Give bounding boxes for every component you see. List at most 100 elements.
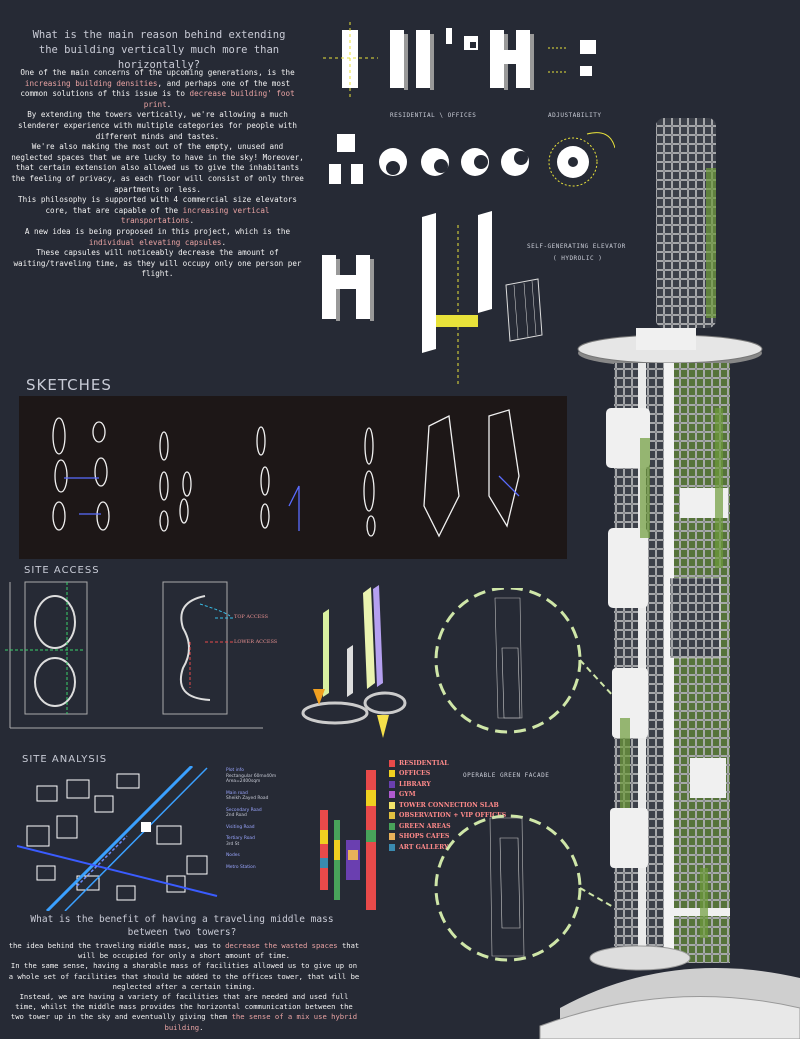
- program-legend: RESIDENTIAL OFFICES LIBRARY GYM TOWER CONNEC…: [389, 758, 506, 853]
- site-legend-sub: 3rd St: [226, 841, 240, 847]
- text-run: In the same sense, having a sharable mas…: [8, 961, 360, 991]
- legend-swatch: [389, 770, 395, 778]
- text-run: .: [166, 99, 172, 109]
- site-legend-item: Nodes: [226, 853, 286, 859]
- paragraph: Instead, we are having a variety of faci…: [8, 992, 360, 1033]
- facade-detail-circles: [434, 588, 616, 962]
- highlight-text: increasing building densities: [24, 78, 158, 88]
- program-legend-item: GYM: [389, 790, 506, 801]
- legend-swatch: [389, 812, 395, 820]
- site-legend-label: Visiting Road: [226, 824, 255, 830]
- text-run: A new idea is being proposed in this pro…: [24, 226, 291, 236]
- legend-swatch: [389, 759, 395, 767]
- text-run: that will be occupied for only a short a…: [77, 941, 360, 961]
- legend-label: ART GALLERY: [399, 843, 449, 851]
- text-run: .: [221, 237, 227, 247]
- legend-label: OBSERVATION + VIP OFFICES: [399, 812, 507, 820]
- highlight-text: decrease the wasted spaces: [225, 941, 338, 950]
- adjustability-diagram: [329, 132, 615, 187]
- legend-label: GREEN AREAS: [399, 822, 451, 830]
- highlight-text: decrease building' foot print: [143, 89, 295, 109]
- legend-swatch: [389, 801, 395, 809]
- text-run: .: [189, 216, 195, 226]
- label-elevator-2: ( HYDROLIC ): [553, 255, 603, 262]
- text-run: .: [199, 1022, 204, 1032]
- access-3d-diagram: [301, 585, 407, 738]
- text-run: We're also making the most out of the em…: [11, 142, 304, 194]
- paragraph: In the same sense, having a sharable mas…: [8, 961, 360, 992]
- benefit-body: the idea behind the traveling middle mas…: [8, 941, 360, 1033]
- site-legend-label: Plot info: [226, 768, 244, 773]
- paragraph: These capsules will noticeably decrease …: [10, 248, 305, 280]
- highlight-text: increasing vertical transportations: [120, 205, 270, 226]
- text-run: , and perhaps one of the most common sol…: [20, 78, 291, 99]
- text-run: the idea behind the traveling middle mas…: [8, 941, 226, 950]
- elevator-diagram: [322, 211, 543, 385]
- legend-label: TOWER CONNECTION SLAB: [399, 801, 499, 809]
- text-run: These capsules will noticeably decrease …: [13, 248, 302, 279]
- site-legend-label: Metro Station: [226, 864, 256, 870]
- highlight-text: the sense of a mix use hybrid building: [164, 1012, 358, 1032]
- site-legend-sub: Sheikh Zayed Road: [226, 796, 269, 801]
- sketches-panel: [19, 396, 567, 559]
- legend-label: RESIDENTIAL: [399, 759, 449, 767]
- sketches-title: SKETCHES: [26, 376, 112, 394]
- legend-label: SHOPS CAFES: [399, 833, 450, 841]
- paragraph: One of the main concerns of the upcoming…: [10, 68, 305, 110]
- program-legend-item: TOWER CONNECTION SLAB: [389, 800, 506, 811]
- paragraph: We're also making the most out of the em…: [10, 142, 305, 195]
- highlight-text: individual elevating capsules: [88, 237, 222, 247]
- legend-swatch: [389, 791, 395, 799]
- intro-question: What is the main reason behind extending…: [32, 29, 286, 71]
- label-lower-access: LOWER ACCESS: [234, 639, 278, 645]
- site-analysis-map: [17, 766, 218, 911]
- paragraph: This philosophy is supported with 4 comm…: [10, 195, 305, 227]
- legend-label: LIBRARY: [399, 780, 431, 788]
- legend-swatch: [389, 822, 395, 830]
- label-elevator-1: SELF-GENERATING ELEVATOR: [527, 243, 626, 250]
- program-legend-item: LIBRARY: [389, 779, 506, 790]
- site-legend-item: Metro Station: [226, 865, 286, 871]
- legend-swatch: [389, 843, 395, 851]
- site-legend-sub: 2nd Road: [226, 813, 247, 818]
- site-legend-item: Visiting Road: [226, 825, 286, 831]
- program-legend-item: SHOPS CAFES: [389, 832, 506, 843]
- label-adjustability: ADJUSTABILITY: [548, 112, 602, 119]
- program-diagram: [320, 770, 376, 910]
- legend-label: GYM: [399, 791, 416, 799]
- text-run: By extending the towers vertically, we'r…: [18, 110, 297, 141]
- program-legend-item: ART GALLERY: [389, 842, 506, 853]
- site-legend-label: Secondary Road: [226, 807, 262, 813]
- legend-swatch: [389, 833, 395, 841]
- paragraph: the idea behind the traveling middle mas…: [8, 941, 360, 961]
- text-run: One of the main concerns of the upcoming…: [20, 68, 295, 77]
- label-residential-offices: RESIDENTIAL \ OFFICES: [390, 112, 477, 119]
- legend-label: OFFICES: [399, 770, 431, 778]
- label-top-access: TOP ACCESS: [234, 614, 269, 620]
- site-access-plans: [5, 581, 263, 729]
- site-legend-label: Main road: [226, 790, 248, 796]
- program-legend-item: OBSERVATION + VIP OFFICES: [389, 811, 506, 822]
- program-legend-item: OFFICES: [389, 769, 506, 780]
- program-legend-item: GREEN AREAS: [389, 821, 506, 832]
- site-legend-sub: Rectangular 60mx40m Area=2400sqm: [226, 773, 277, 785]
- legend-swatch: [389, 780, 395, 788]
- text-run: Instead, we are having a variety of faci…: [10, 992, 353, 1022]
- text-run: This philosophy is supported with 4 comm…: [18, 195, 297, 215]
- tower-render: [539, 118, 800, 1039]
- massing-diagram-row1: [323, 22, 596, 98]
- facade-label: OPERABLE GREEN FACADE: [463, 772, 550, 779]
- paragraph: A new idea is being proposed in this pro…: [10, 227, 305, 248]
- paragraph: By extending the towers vertically, we'r…: [10, 110, 305, 142]
- site-legend-label: Tertiary Road: [226, 836, 255, 841]
- site-analysis-title: SITE ANALYSIS: [22, 754, 108, 765]
- intro-body: One of the main concerns of the upcoming…: [10, 68, 305, 280]
- site-legend-label: Nodes: [226, 853, 240, 858]
- site-access-title: SITE ACCESS: [24, 565, 100, 576]
- benefit-question: What is the benefit of having a travelin…: [30, 914, 334, 938]
